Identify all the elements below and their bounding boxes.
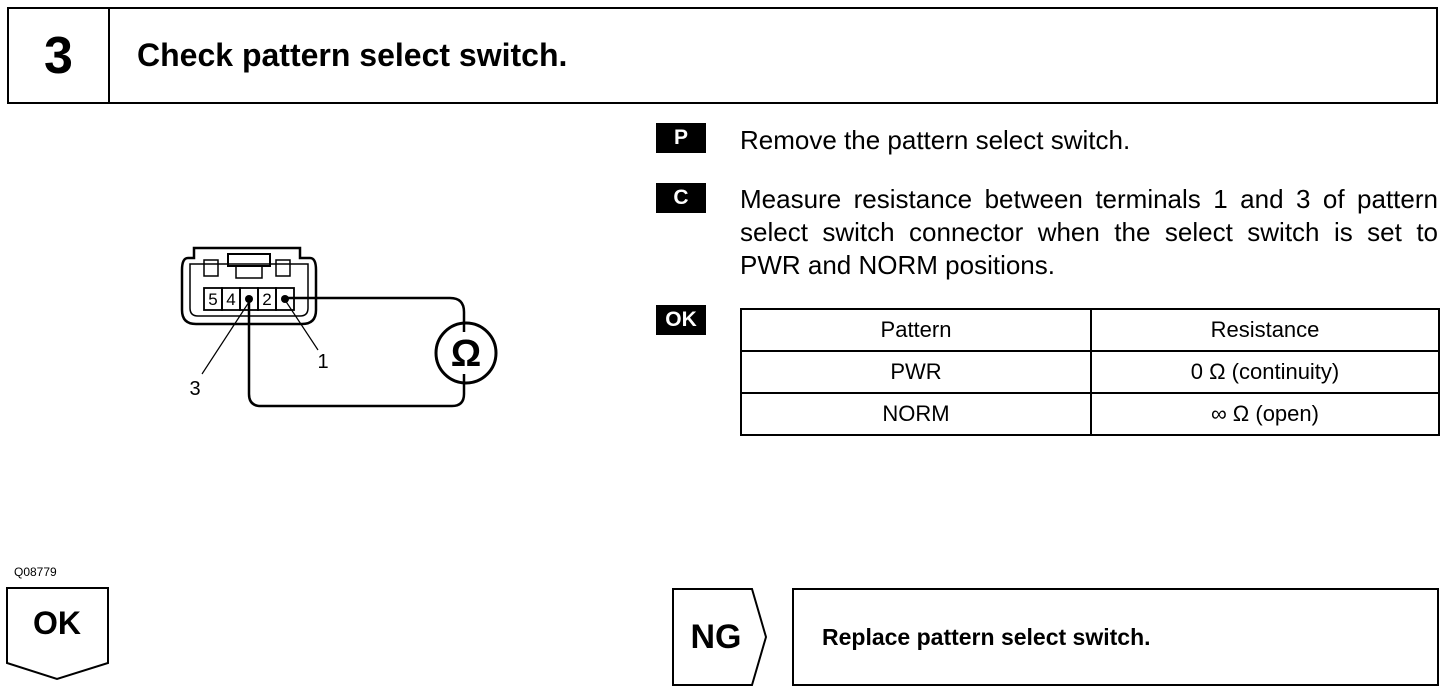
table-header-row: Pattern Resistance [740, 308, 1440, 352]
resistance-spec-table: Pattern Resistance PWR 0 Ω (continuity) … [740, 308, 1440, 436]
ok-flow-arrow: OK [6, 587, 110, 681]
table-cell-resistance: ∞ Ω (open) [1090, 392, 1440, 436]
callout-1: 1 [317, 351, 328, 373]
table-row: PWR 0 Ω (continuity) [740, 350, 1440, 394]
connector-housing [180, 246, 318, 326]
table-header-pattern: Pattern [740, 308, 1092, 352]
connector-diagram: 5 4 2 1 3 Ω [180, 246, 498, 408]
ohm-symbol: Ω [451, 333, 481, 375]
ok-condition-badge: OK [656, 305, 706, 335]
procedure-text: Remove the pattern select switch. [740, 125, 1131, 155]
ok-flow-label: OK [33, 605, 81, 641]
terminal-5-label: 5 [208, 290, 217, 309]
connector-latch [227, 253, 271, 267]
ng-flow-arrow: NG [672, 588, 768, 686]
connector-tab-left [203, 259, 219, 277]
check-badge: C [656, 183, 706, 213]
check-text: Measure resistance between terminals 1 a… [740, 184, 1438, 280]
connector-inner-outline [189, 263, 309, 317]
terminal-2-label: 2 [262, 290, 271, 309]
probe-lead-terminal-3 [247, 298, 466, 408]
table-cell-resistance: 0 Ω (continuity) [1090, 350, 1440, 394]
step-header: 3 Check pattern select switch. [7, 7, 1438, 104]
table-cell-pattern: PWR [740, 350, 1092, 394]
connector-tab-right [275, 259, 291, 277]
callout-3: 3 [189, 378, 200, 400]
figure-code: Q08779 [14, 565, 57, 579]
table-row: NORM ∞ Ω (open) [740, 392, 1440, 436]
ohmmeter-icon [434, 321, 498, 385]
terminal-4-label: 4 [226, 290, 235, 309]
procedure-badge: P [656, 123, 706, 153]
ng-action-box: Replace pattern select switch. [792, 588, 1439, 686]
step-number: 3 [9, 9, 110, 102]
step-title: Check pattern select switch. [137, 37, 568, 73]
table-cell-pattern: NORM [740, 392, 1092, 436]
ng-flow-label: NG [690, 618, 742, 656]
probe-lead-terminal-1 [285, 296, 466, 332]
table-header-resistance: Resistance [1090, 308, 1440, 352]
